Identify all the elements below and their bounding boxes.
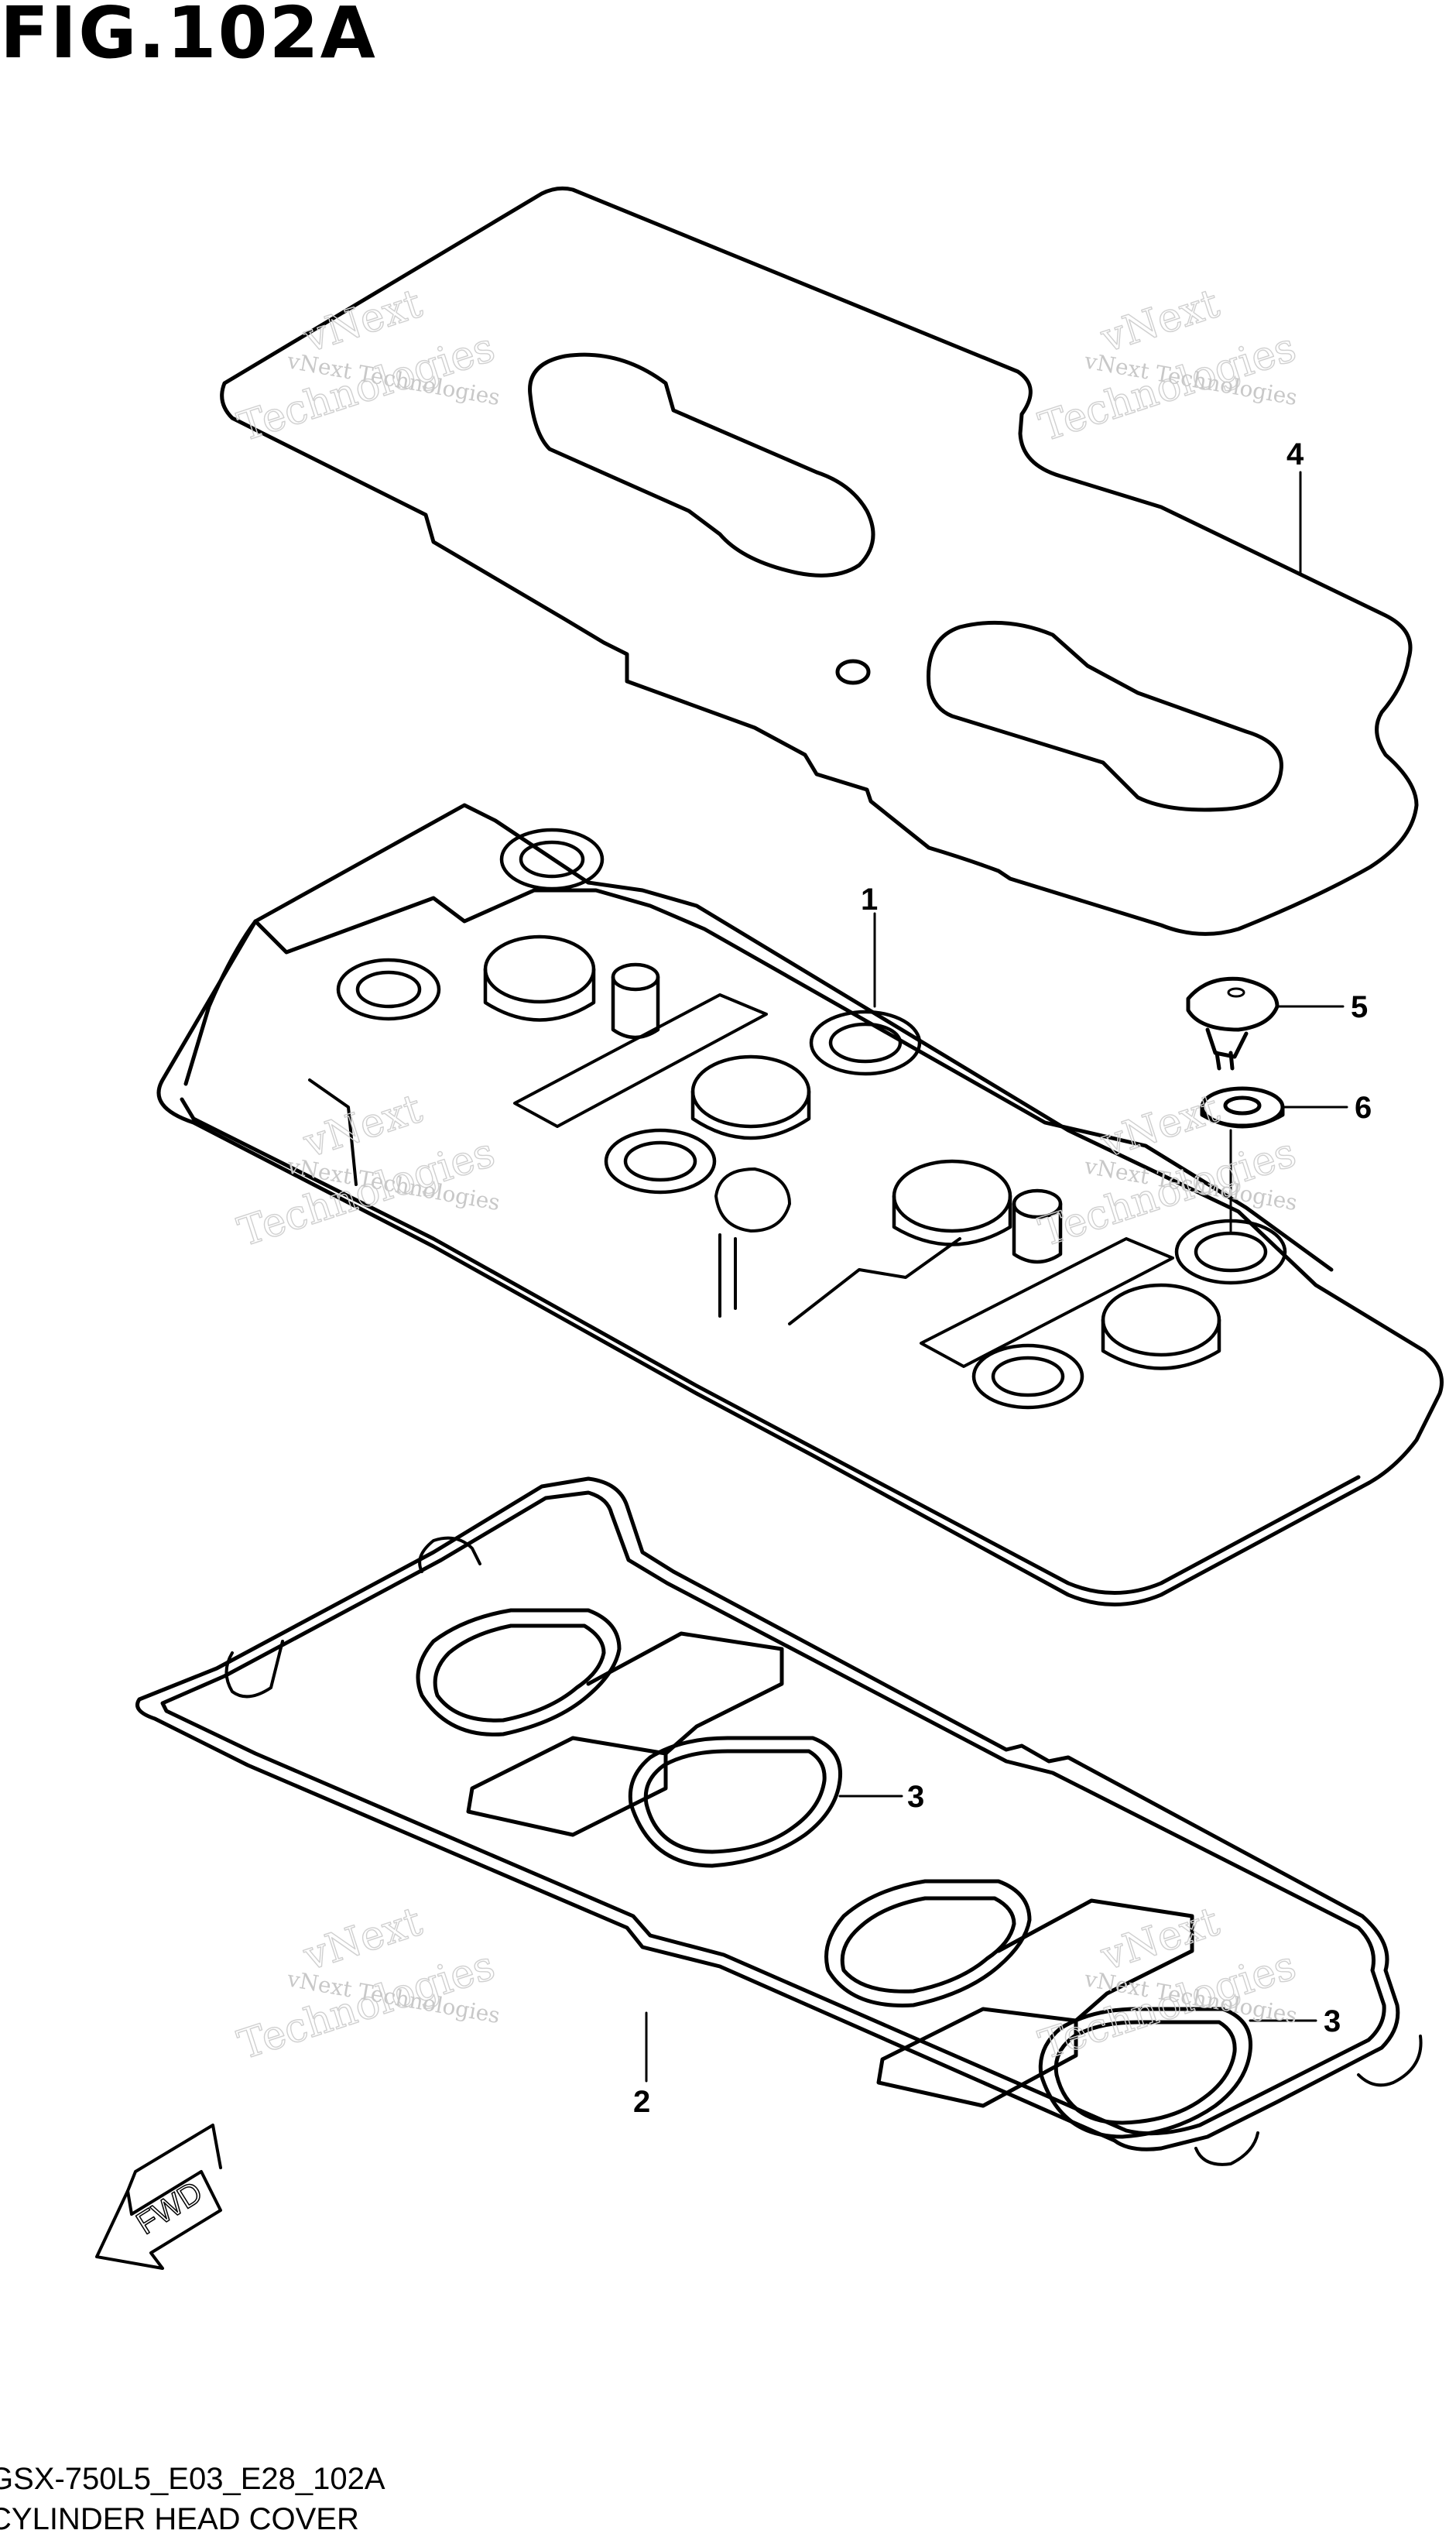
callout-6: 6 <box>1355 1091 1372 1125</box>
part-2-head-cover-gasket <box>135 1476 1423 2166</box>
watermark-top-right: vNext Technologies vNext Technologies <box>1033 279 1302 451</box>
watermark-low-left: vNext Technologies vNext Technologies <box>232 1898 502 2069</box>
watermark-top-left: vNext Technologies vNext Technologies <box>232 279 502 451</box>
fwd-arrow-icon: FWD <box>95 2124 222 2270</box>
callout-2: 2 <box>633 2085 650 2119</box>
watermark-low-right: vNext Technologies vNext Technologies <box>1033 1898 1302 2069</box>
callout-1: 1 <box>861 883 878 917</box>
figure-title: FIG.102A <box>0 0 377 74</box>
callout-4: 4 <box>1286 437 1304 471</box>
watermark-mid-left: vNext Technologies vNext Technologies <box>232 1085 502 1257</box>
callout-3a: 3 <box>907 1780 924 1814</box>
watermark-mid-right: vNext Technologies vNext Technologies <box>1033 1085 1302 1257</box>
part-1-cylinder-head-cover <box>156 803 1444 1606</box>
model-code: GSX-750L5_E03_E28_102A <box>0 2462 385 2496</box>
part-5-bolt <box>1186 976 1280 1071</box>
part-4-cover-plate <box>220 186 1419 936</box>
callout-3b: 3 <box>1324 2004 1341 2038</box>
callout-5: 5 <box>1351 990 1368 1024</box>
svg-text:vNext: vNext <box>1095 280 1225 362</box>
figure-caption: CYLINDER HEAD COVER <box>0 2502 359 2536</box>
plug-boss-row <box>336 828 1287 1410</box>
